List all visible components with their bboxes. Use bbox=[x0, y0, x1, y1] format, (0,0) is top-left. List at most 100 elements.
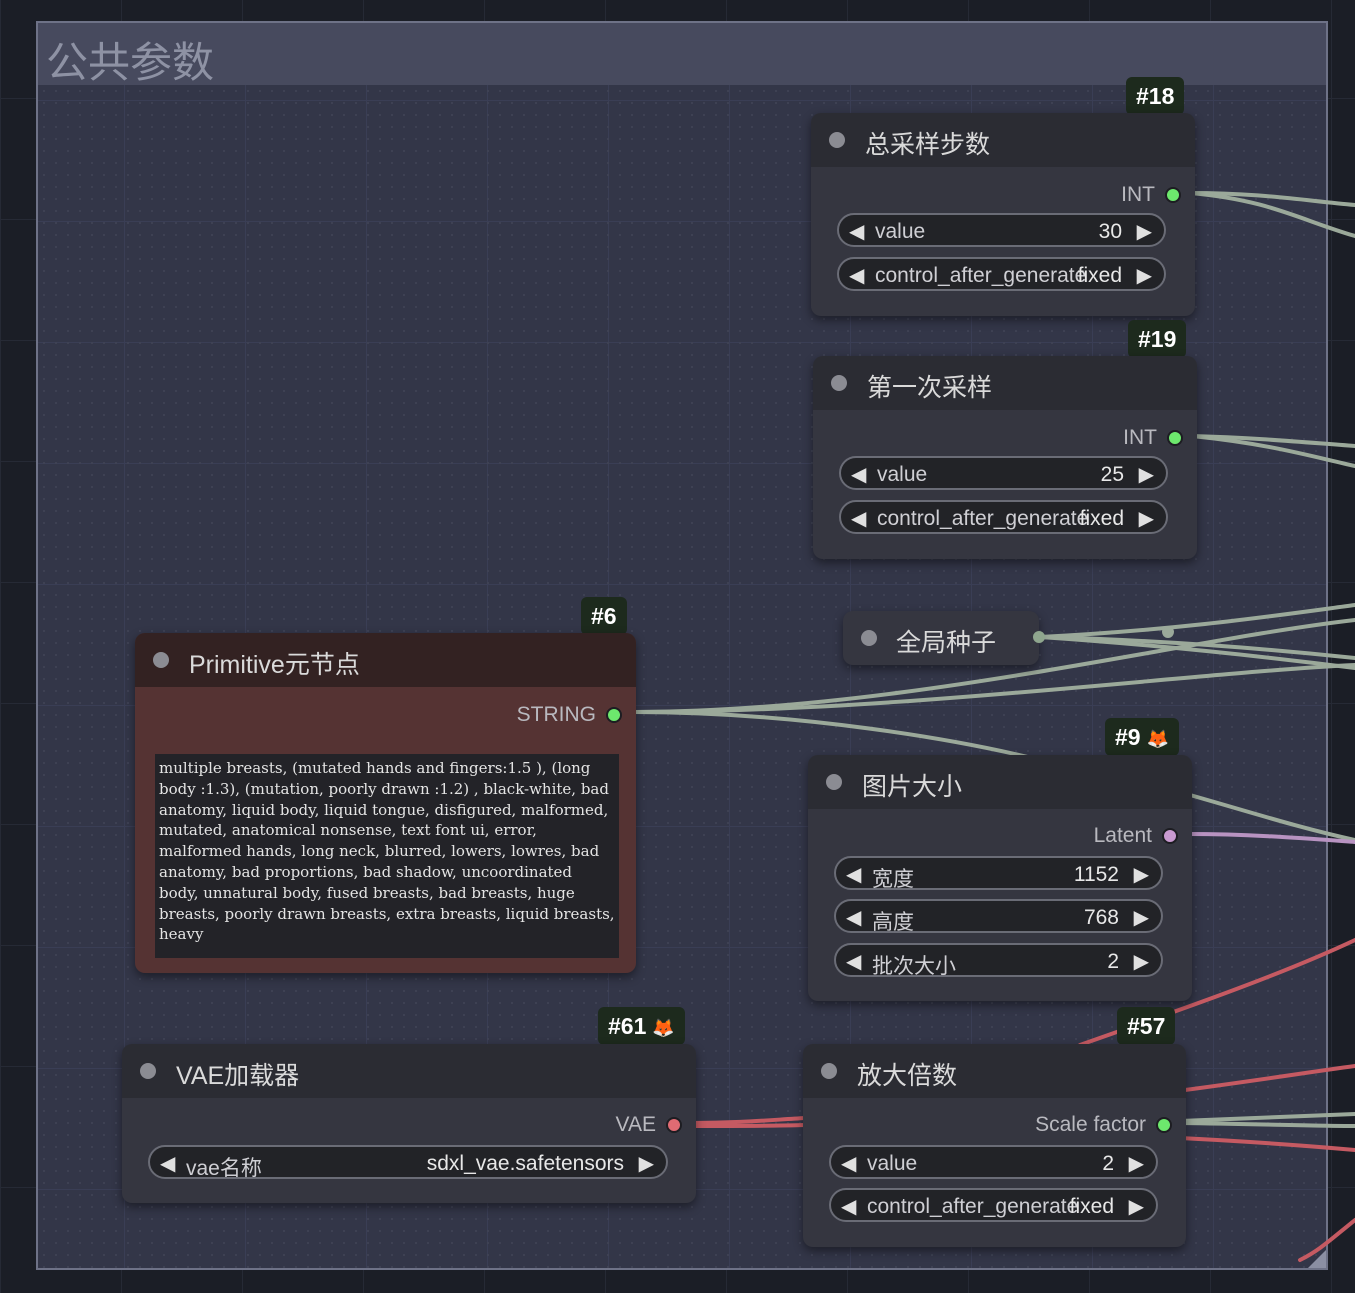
batch-size-widget[interactable]: ◀ 批次大小 2 ▶ bbox=[834, 943, 1163, 978]
arrow-right-icon[interactable]: ▶ bbox=[1136, 221, 1152, 243]
output-port[interactable] bbox=[666, 1117, 682, 1133]
arrow-right-icon[interactable]: ▶ bbox=[1133, 907, 1149, 929]
badge-text: #61 bbox=[608, 1013, 647, 1039]
link-pink-a bbox=[1078, 938, 1355, 1047]
collapse-dot[interactable] bbox=[153, 652, 169, 668]
arrow-left-icon[interactable]: ◀ bbox=[849, 265, 865, 287]
arrow-left-icon[interactable]: ◀ bbox=[846, 907, 862, 929]
node-image-size[interactable]: 图片大小 Latent ◀ 宽度 1152 ▶ ◀ 高度 768 ▶ ◀ 批次大… bbox=[808, 755, 1192, 1001]
output-label: VAE bbox=[615, 1113, 656, 1136]
output-slot[interactable]: Scale factor bbox=[1035, 1113, 1172, 1137]
fox-icon: 🦊 bbox=[1146, 729, 1170, 749]
node-header[interactable]: 图片大小 bbox=[808, 755, 1192, 809]
arrow-left-icon[interactable]: ◀ bbox=[851, 464, 867, 486]
vae-name-widget[interactable]: ◀ vae名称 sdxl_vae.safetensors ▶ bbox=[148, 1145, 668, 1180]
output-slot[interactable]: STRING bbox=[517, 703, 622, 727]
output-port[interactable] bbox=[1165, 187, 1181, 203]
widget-label: 宽度 bbox=[872, 868, 914, 891]
output-port[interactable] bbox=[1033, 631, 1045, 643]
arrow-left-icon[interactable]: ◀ bbox=[841, 1196, 857, 1218]
node-header[interactable]: 第一次采样 bbox=[813, 356, 1197, 410]
node-first-sample[interactable]: 第一次采样 INT ◀ value 25 ▶ ◀ control_after_g… bbox=[813, 356, 1197, 559]
node-header[interactable]: 放大倍数 bbox=[803, 1044, 1186, 1098]
control-after-generate-widget[interactable]: ◀ control_after_generate fixed ▶ bbox=[837, 257, 1166, 291]
node-title: VAE加载器 bbox=[176, 1062, 300, 1090]
node-id-badge: #9🦊 bbox=[1105, 718, 1180, 756]
widget-label: vae名称 bbox=[186, 1157, 262, 1180]
node-primitive[interactable]: Primitive元节点 STRING multiple breasts, (m… bbox=[135, 633, 636, 973]
arrow-left-icon[interactable]: ◀ bbox=[846, 864, 862, 886]
arrow-right-icon[interactable]: ▶ bbox=[1128, 1153, 1144, 1175]
control-after-generate-widget[interactable]: ◀ control_after_generate fixed ▶ bbox=[839, 500, 1168, 534]
arrow-right-icon[interactable]: ▶ bbox=[1133, 864, 1149, 886]
arrow-right-icon[interactable]: ▶ bbox=[1133, 951, 1149, 973]
widget-label: value bbox=[867, 1152, 918, 1175]
width-widget[interactable]: ◀ 宽度 1152 ▶ bbox=[834, 856, 1163, 891]
badge-text: #18 bbox=[1136, 83, 1175, 109]
collapse-dot[interactable] bbox=[821, 1063, 837, 1079]
reroute-dot bbox=[1162, 626, 1174, 638]
control-after-generate-widget[interactable]: ◀ control_after_generate fixed ▶ bbox=[829, 1188, 1158, 1222]
output-slot[interactable]: INT bbox=[1121, 183, 1181, 207]
link-vae bbox=[690, 1116, 807, 1125]
output-label: INT bbox=[1121, 183, 1155, 206]
output-slot[interactable]: VAE bbox=[616, 1113, 682, 1137]
widget-value: 25 bbox=[1100, 463, 1124, 486]
node-id-badge: #19 bbox=[1128, 320, 1187, 358]
output-port[interactable] bbox=[1167, 430, 1183, 446]
collapse-dot[interactable] bbox=[831, 375, 847, 391]
output-label: INT bbox=[1123, 426, 1157, 449]
link-int-19-b bbox=[1190, 434, 1355, 468]
node-scale-factor[interactable]: 放大倍数 Scale factor ◀ value 2 ▶ ◀ control_… bbox=[803, 1044, 1186, 1247]
widget-value: 2 bbox=[1107, 950, 1119, 973]
link-string-b bbox=[630, 663, 1355, 714]
value-widget[interactable]: ◀ value 25 ▶ bbox=[839, 456, 1168, 490]
node-header[interactable]: 总采样步数 bbox=[811, 113, 1195, 167]
link-seed-b bbox=[1038, 635, 1355, 670]
node-header[interactable]: Primitive元节点 bbox=[135, 633, 636, 687]
collapse-dot[interactable] bbox=[829, 132, 845, 148]
link-int-18-b bbox=[1188, 191, 1355, 238]
arrow-left-icon[interactable]: ◀ bbox=[160, 1153, 176, 1175]
node-vae-loader[interactable]: VAE加载器 VAE ◀ vae名称 sdxl_vae.safetensors … bbox=[122, 1044, 696, 1203]
value-widget[interactable]: ◀ value 30 ▶ bbox=[837, 213, 1166, 247]
output-slot[interactable]: INT bbox=[1123, 426, 1183, 450]
arrow-left-icon[interactable]: ◀ bbox=[846, 951, 862, 973]
widget-value: fixed bbox=[1077, 264, 1122, 287]
value-widget[interactable]: ◀ value 2 ▶ bbox=[829, 1145, 1158, 1179]
node-title: 总采样步数 bbox=[865, 131, 991, 159]
node-global-seed-collapsed[interactable]: 全局种子 bbox=[843, 611, 1045, 665]
group-title-bar[interactable]: 公共参数 bbox=[38, 23, 1326, 87]
output-port[interactable] bbox=[606, 707, 622, 723]
arrow-right-icon[interactable]: ▶ bbox=[638, 1153, 654, 1175]
collapse-dot[interactable] bbox=[140, 1063, 156, 1079]
node-title: 第一次采样 bbox=[867, 374, 993, 402]
arrow-left-icon[interactable]: ◀ bbox=[841, 1153, 857, 1175]
widget-value: 768 bbox=[1083, 906, 1119, 929]
widget-label: 高度 bbox=[872, 911, 914, 934]
badge-text: #57 bbox=[1127, 1013, 1166, 1039]
node-title: 图片大小 bbox=[862, 773, 963, 801]
prompt-textarea[interactable]: multiple breasts, (mutated hands and fin… bbox=[155, 754, 619, 958]
arrow-right-icon[interactable]: ▶ bbox=[1136, 265, 1152, 287]
link-pink-d bbox=[1298, 1218, 1355, 1262]
output-port[interactable] bbox=[1156, 1117, 1172, 1133]
widget-label: control_after_generate bbox=[875, 264, 1087, 287]
output-label: Latent bbox=[1093, 824, 1152, 847]
height-widget[interactable]: ◀ 高度 768 ▶ bbox=[834, 899, 1163, 934]
collapse-dot[interactable] bbox=[826, 774, 842, 790]
group-title: 公共参数 bbox=[46, 38, 215, 87]
node-title: 全局种子 bbox=[896, 629, 997, 657]
output-port[interactable] bbox=[1162, 828, 1178, 844]
badge-text: #19 bbox=[1138, 326, 1177, 352]
arrow-right-icon[interactable]: ▶ bbox=[1128, 1196, 1144, 1218]
node-total-steps[interactable]: 总采样步数 INT ◀ value 30 ▶ ◀ control_after_g… bbox=[811, 113, 1195, 316]
arrow-right-icon[interactable]: ▶ bbox=[1138, 508, 1154, 530]
arrow-right-icon[interactable]: ▶ bbox=[1138, 464, 1154, 486]
node-header[interactable]: VAE加载器 bbox=[122, 1044, 696, 1098]
widget-label: control_after_generate bbox=[867, 1195, 1079, 1218]
output-slot[interactable]: Latent bbox=[1094, 824, 1178, 848]
arrow-left-icon[interactable]: ◀ bbox=[849, 221, 865, 243]
collapse-dot[interactable] bbox=[861, 630, 877, 646]
arrow-left-icon[interactable]: ◀ bbox=[851, 508, 867, 530]
